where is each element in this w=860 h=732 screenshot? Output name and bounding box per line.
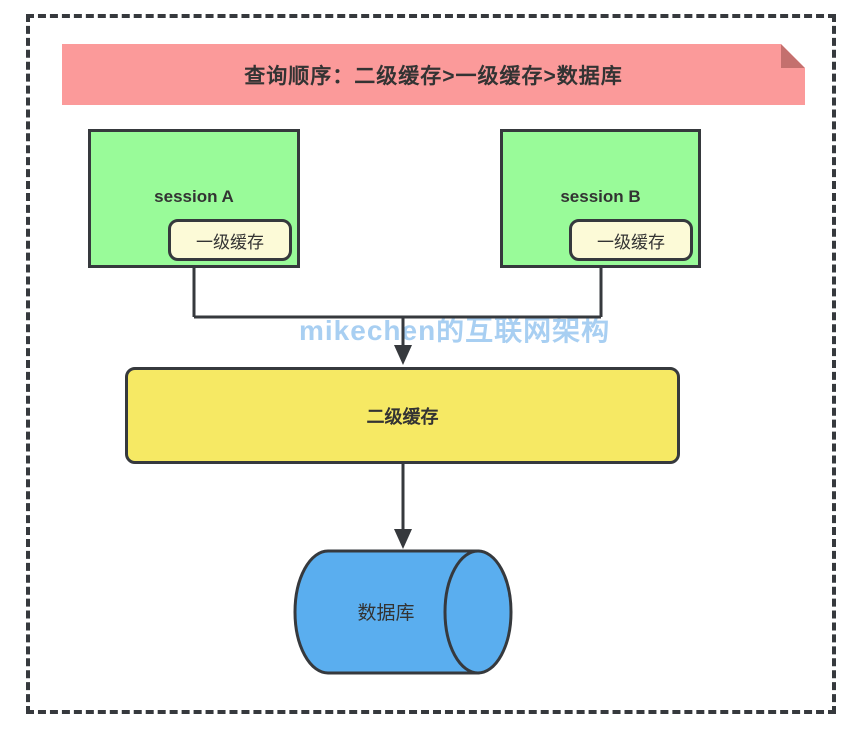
watermark-text: mikechen的互联网架构 <box>299 315 611 346</box>
session-a-label: session A <box>154 187 234 206</box>
node-session-a: session A 一级缓存 <box>88 129 300 268</box>
diagram-dashed-border <box>26 14 836 714</box>
node-first-level-cache-a: 一级缓存 <box>168 219 292 261</box>
node-first-level-cache-b: 一级缓存 <box>569 219 693 261</box>
node-second-level-cache: 二级缓存 <box>125 367 680 464</box>
title-banner-text: 查询顺序：二级缓存>一级缓存>数据库 <box>244 64 623 88</box>
node-session-b: session B 一级缓存 <box>500 129 701 268</box>
title-banner: 查询顺序：二级缓存>一级缓存>数据库 <box>62 44 805 105</box>
session-b-label: session B <box>560 187 641 206</box>
